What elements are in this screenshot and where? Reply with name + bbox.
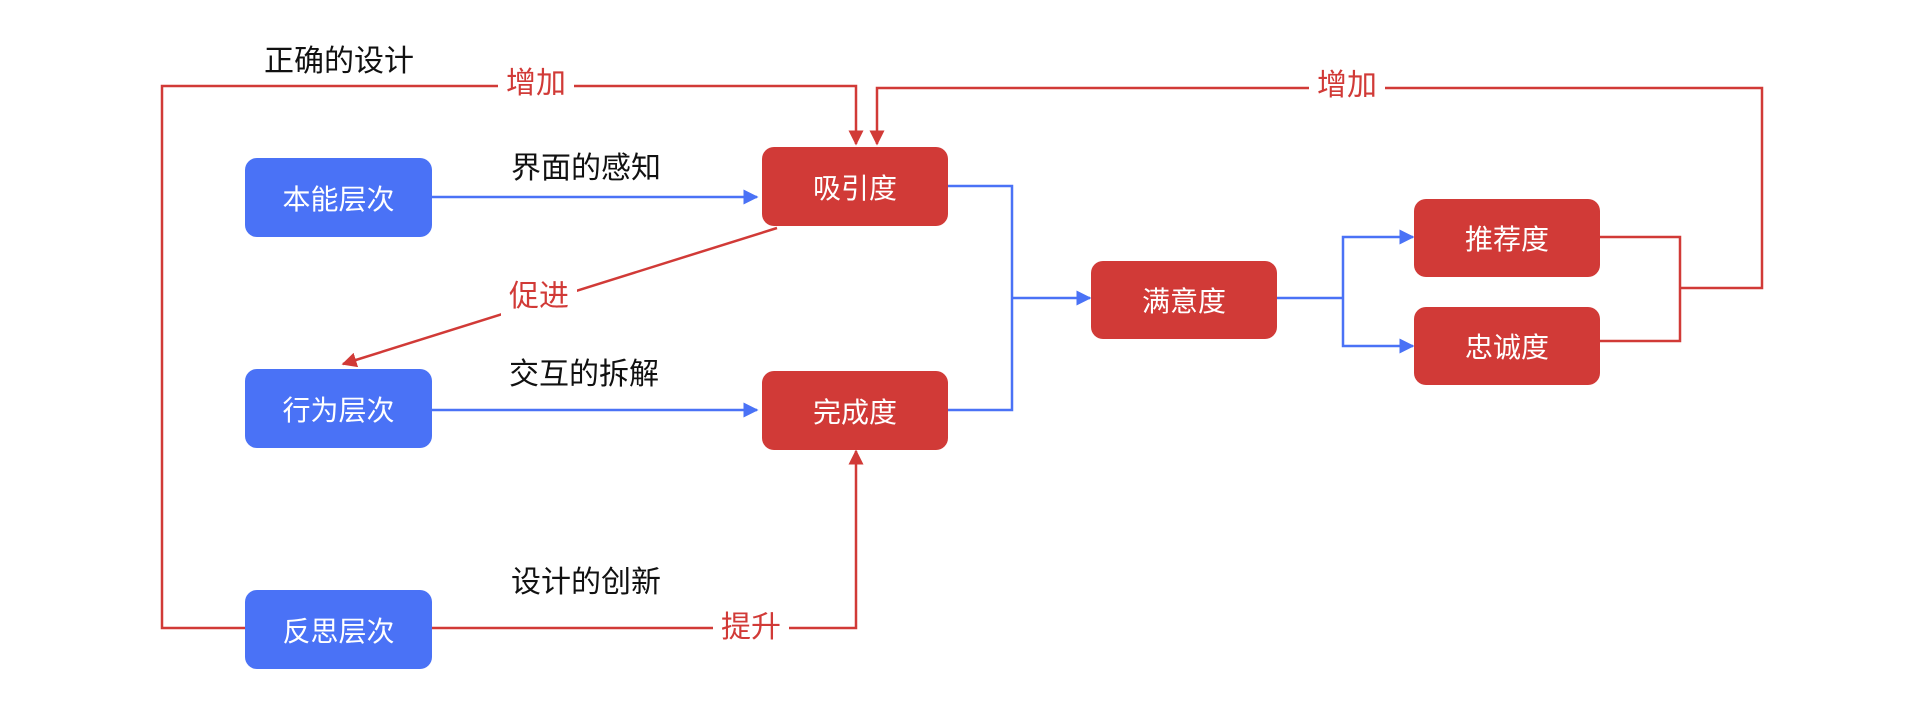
- node-reflection-level: 反思层次: [245, 590, 432, 669]
- label-improve: 提升: [713, 608, 789, 648]
- arrow-reflection-to-completion: [432, 449, 864, 630]
- label-design-innovation: 设计的创新: [511, 565, 661, 600]
- arrow-feedback-to-attraction: [869, 86, 1764, 290]
- node-instinct-level: 本能层次: [245, 158, 432, 237]
- node-attraction: 吸引度: [762, 147, 948, 226]
- label-promote: 促进: [501, 277, 577, 317]
- connector-loyalty-feedback: [1600, 288, 1682, 343]
- label-interface-perception: 界面的感知: [511, 151, 661, 186]
- connector-attraction-merge: [948, 184, 1014, 298]
- arrow-split-to-loyalty: [1341, 298, 1415, 354]
- node-behavior-level: 行为层次: [245, 369, 432, 448]
- node-recommendation: 推荐度: [1414, 199, 1600, 277]
- node-satisfaction: 满意度: [1091, 261, 1277, 339]
- arrow-split-to-recommendation: [1341, 229, 1415, 298]
- label-increase-left: 增加: [498, 64, 574, 104]
- connector-recommendation-feedback: [1600, 235, 1682, 288]
- node-completion: 完成度: [762, 371, 948, 450]
- label-correct-design: 正确的设计: [264, 44, 414, 79]
- label-increase-right: 增加: [1309, 66, 1385, 106]
- connector-completion-merge: [948, 298, 1014, 412]
- node-loyalty: 忠诚度: [1414, 307, 1600, 385]
- arrow-reflection-to-attraction: [160, 84, 864, 630]
- label-interaction-breakdown: 交互的拆解: [509, 357, 659, 392]
